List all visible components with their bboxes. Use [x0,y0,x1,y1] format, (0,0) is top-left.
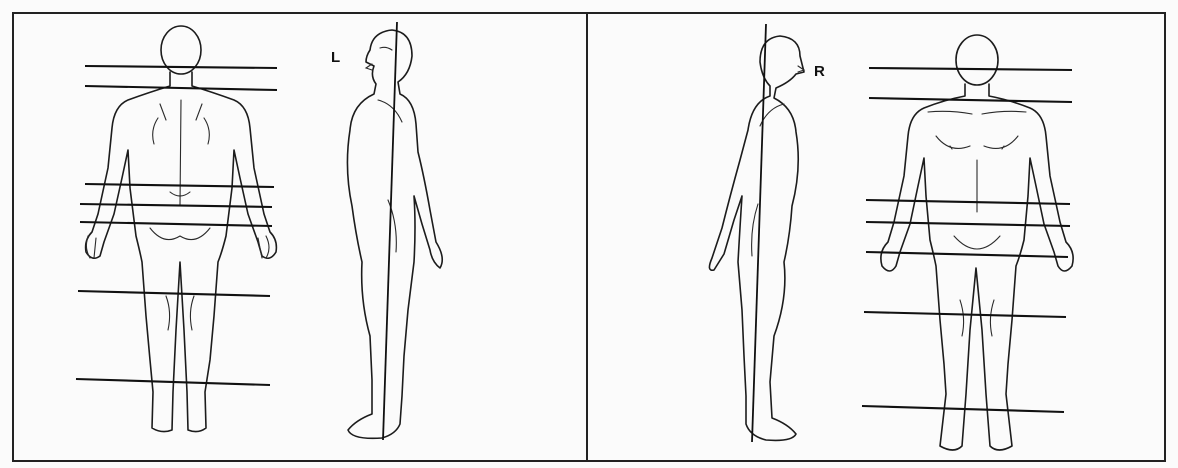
anterior-line-eye [869,68,1072,70]
side-label-right: R [814,63,825,80]
right-plumb-line [752,24,766,442]
posterior-line-shoulder [85,86,277,90]
posterior-line-ear [85,66,277,68]
left-lateral-figure [347,22,442,440]
right-lateral-outline [709,36,804,440]
anterior-line-knee [864,312,1066,317]
anterior-line-iliac [866,222,1070,226]
posterior-line-knee [78,291,270,296]
right-lateral-figure [709,24,804,442]
left-plumb-line [383,22,397,440]
anterior-line-shoulder [869,98,1072,102]
anterior-body-outline [881,84,1073,450]
anterior-reference-lines [862,68,1072,412]
left-lateral-details [366,47,402,252]
anterior-head [956,35,998,85]
anterior-line-ankle [862,406,1064,412]
side-label-left: L [331,49,340,66]
anterior-torso-details [950,146,1004,249]
posterior-line-waist [85,184,274,187]
anterior-chest [928,111,1026,148]
anterior-line-hand [866,252,1068,257]
posterior-line-gluteal [80,222,272,226]
posterior-spine [180,100,181,205]
outer-frame [13,13,1165,461]
anterior-knees [960,300,994,336]
posterior-knees [166,296,194,330]
posterior-line-iliac [80,204,272,207]
anterior-figure [881,35,1073,450]
posterior-hands [86,236,269,258]
